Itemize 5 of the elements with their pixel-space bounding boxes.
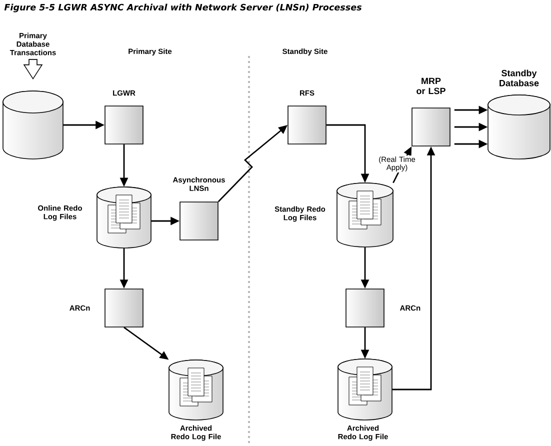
database-cylinder bbox=[2, 90, 64, 160]
figure-title: Figure 5-5 LGWR ASYNC Archival with Network Server (LNSn) Processes bbox=[4, 4, 362, 12]
hollow-arrow bbox=[23, 59, 43, 80]
node-label: MRP or LSP bbox=[416, 78, 446, 94]
node-label: Standby Database bbox=[500, 70, 539, 86]
